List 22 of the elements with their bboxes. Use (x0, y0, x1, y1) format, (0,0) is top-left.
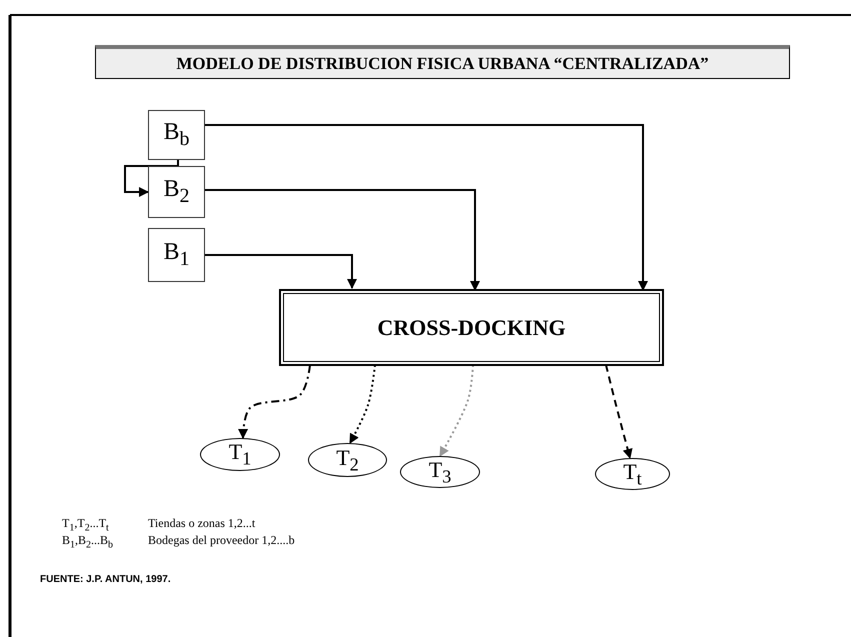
arrow (124, 160, 179, 197)
legend-text: Bodegas del proveedor 1,2....b (148, 533, 295, 548)
legend-text: Tiendas o zonas 1,2...t (148, 516, 256, 531)
arrow (605, 364, 632, 459)
legend-symbols: B$_{1}$,B$_{2}$...B$_{b}$ (62, 533, 114, 550)
arrow (205, 189, 480, 291)
arrow (205, 124, 648, 291)
cross-docking-box: CROSS-DOCKING (280, 290, 663, 365)
arrow (349, 364, 376, 444)
store-ellipse: T$_{1}$ (200, 438, 280, 471)
warehouse-box: B$_{b}$ (148, 110, 205, 160)
warehouse-box: B$_{2}$ (148, 166, 205, 218)
arrow (439, 364, 474, 457)
arrow (238, 364, 311, 439)
arrow (205, 254, 357, 289)
warehouse-box: B$_{1}$ (148, 228, 205, 282)
store-ellipse: T$_{t}$ (595, 458, 670, 490)
store-ellipse: T$_{3}$ (400, 456, 480, 488)
legend-symbols: T$_{1}$,T$_{2}$...T$_{t}$ (62, 516, 109, 534)
store-ellipse: T$_{2}$ (308, 443, 387, 477)
source-note: FUENTE: J.P. ANTUN, 1997. (40, 574, 171, 585)
title-banner: MODELO DE DISTRIBUCION FISICA URBANA “CENTRALIZADA” (95, 45, 790, 79)
